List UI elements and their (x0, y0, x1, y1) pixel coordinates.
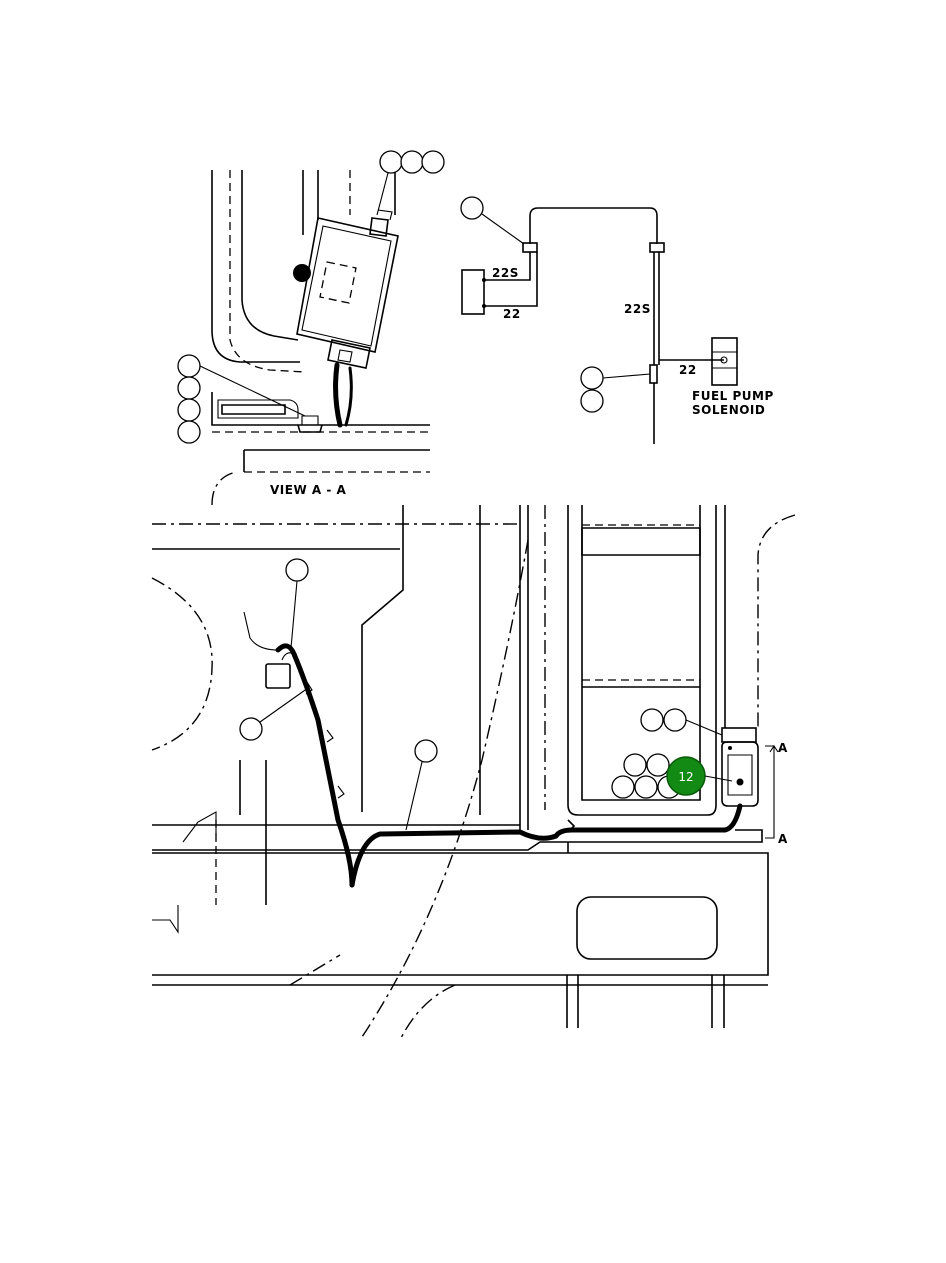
wire-label: 22 (679, 363, 697, 377)
fuel-pump-solenoid (711, 337, 738, 386)
wire-label: 22 (503, 307, 521, 321)
callout-circle (177, 398, 201, 422)
section-mark: A (778, 741, 788, 755)
wire-label: 22S (624, 302, 651, 316)
frame-slot (576, 896, 718, 960)
callout-circle (379, 150, 403, 174)
callout-circle (285, 558, 309, 582)
callout-circle (177, 354, 201, 378)
relay-box (461, 269, 485, 315)
callout-circle (646, 753, 670, 777)
callout-circle (634, 775, 658, 799)
control-module (293, 209, 399, 369)
harness-connector (265, 663, 291, 689)
connector (522, 242, 538, 253)
solenoid-bracket (721, 727, 757, 743)
wire-label: 22S (492, 266, 519, 280)
callout-circle (663, 708, 687, 732)
connector (649, 242, 665, 253)
callout-circle (414, 739, 438, 763)
main-view: A A (151, 505, 796, 1041)
callout-circle (400, 150, 424, 174)
solenoid-label: SOLENOID (692, 403, 765, 417)
callout-circle (421, 150, 445, 174)
wiring-schematic: 22S 22 22S 22 FUEL PUMP SOLENOID (460, 196, 774, 444)
callout-circle (239, 717, 263, 741)
callout-12[interactable]: 12 (666, 756, 733, 796)
callout-circle (460, 196, 484, 220)
fuel-pump-label: FUEL PUMP (692, 389, 774, 403)
callout-number: 12 (678, 770, 693, 784)
callout-circle (640, 708, 664, 732)
callout-circle (580, 366, 604, 390)
section-mark: A (778, 832, 788, 846)
callout-circle (580, 389, 604, 413)
view-title: VIEW A - A (270, 483, 346, 497)
solenoid-module (721, 741, 759, 807)
callout-circle (177, 376, 201, 400)
callout-circle (177, 420, 201, 444)
callout-circle (611, 775, 635, 799)
callout-circle (623, 753, 647, 777)
view-a-a: VIEW A - A (177, 150, 445, 506)
